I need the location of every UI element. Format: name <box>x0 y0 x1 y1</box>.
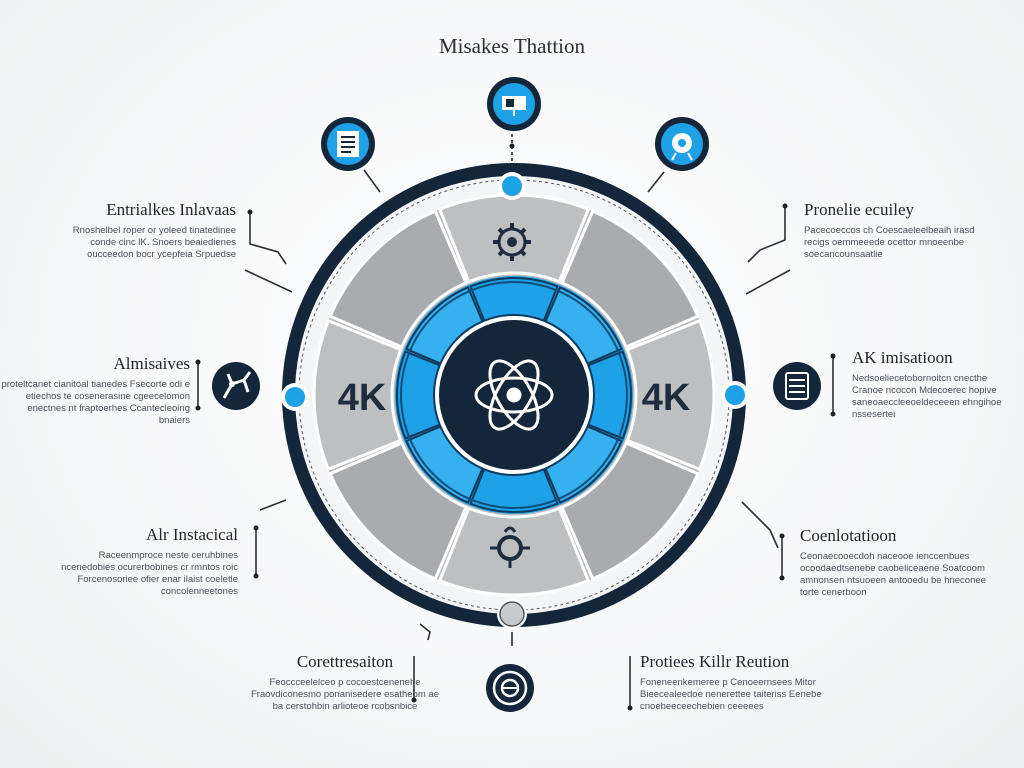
label-mid-left: Almisaives proteltcanet cianitoal tianed… <box>0 354 190 427</box>
connector-dots <box>195 143 836 711</box>
blue-segment <box>544 286 623 365</box>
label-heading: Protiees Killr Reution <box>640 652 790 671</box>
label-body: Foneneenkemeree p Cenoeernsees Mitor Bie… <box>640 677 822 712</box>
mechanism-icon <box>490 526 530 568</box>
label-body: Ceonaecooecdoh naceooe ienccenbues ocood… <box>800 551 986 598</box>
presentation-board-icon <box>487 77 541 131</box>
label-bottom-right: Protiees Killr Reution Foneneenkemeree p… <box>640 652 830 713</box>
document-list-icon <box>321 117 375 171</box>
blue-segment <box>586 350 632 440</box>
robot-arm-icon <box>212 362 260 410</box>
label-body: Feoccceelelceo p cocoestcenenehe Fraovdi… <box>250 677 439 712</box>
gray-segment <box>437 506 591 597</box>
gray-segment <box>328 209 468 349</box>
label-body: Rnoshelbel roper or yoleed tinatedinee c… <box>72 225 236 260</box>
label-body: proteltcanet cianitoal tianedes Fsecorte… <box>1 379 190 426</box>
gray-segments <box>312 193 716 597</box>
label-top-right: Pronelie ecuiley Pacecoeccos ch Coescael… <box>804 200 994 261</box>
label-heading: Alr Instacical <box>145 525 238 544</box>
blue-ring-outline <box>400 281 628 509</box>
label-body: Nedsoeliecetobornoitcn cnecthe Cranoe nc… <box>852 373 1002 420</box>
label-mid-right: AK imisatioon Nedsoeliecetobornoitcn cne… <box>852 348 1012 421</box>
blue-segment <box>396 350 442 440</box>
label-low-left: Alr Instacical Raceenmproce neste ceruhb… <box>48 525 238 598</box>
gray-segment <box>560 441 700 581</box>
circuit-chip-icon <box>486 664 534 712</box>
label-body: Raceenmproce neste ceruhbines ncenedobie… <box>61 550 238 597</box>
atom-knot-icon <box>474 359 554 431</box>
page-title: Misakes Thattion <box>438 34 585 58</box>
label-bottom-left: Corettresaiton Feoccceelelceo p cocoestc… <box>250 652 440 713</box>
blue-segment <box>469 467 559 513</box>
gear-cog-icon <box>493 223 531 261</box>
label-heading: Coenlotatioon <box>800 526 897 545</box>
right-4k-text: 4K <box>642 377 691 419</box>
blue-segment <box>405 425 484 504</box>
server-rack-icon <box>773 362 821 410</box>
label-body: Pacecoeccos ch Coescaeleelbeaih irasd re… <box>804 225 975 260</box>
gray-segment <box>312 318 403 472</box>
gray-segment <box>625 318 716 472</box>
label-heading: Almisaives <box>113 354 191 373</box>
label-heading: Pronelie ecuiley <box>804 200 914 219</box>
connector-lines <box>197 134 834 708</box>
gray-segment <box>328 441 468 581</box>
ring-nodes <box>281 172 749 629</box>
gray-segment <box>560 209 700 349</box>
blue-segments <box>396 277 632 513</box>
label-heading: AK imisatioon <box>852 348 953 367</box>
blue-segment <box>544 425 623 504</box>
blue-segment <box>405 286 484 365</box>
label-heading: Entrialkes Inlavaas <box>106 200 236 219</box>
speaker-icon <box>655 117 709 171</box>
blue-segment <box>469 277 559 323</box>
label-top-left: Entrialkes Inlavaas Rnoshelbel roper or … <box>46 200 236 261</box>
label-low-right: Coenlotatioon Ceonaecooecdoh naceooe ien… <box>800 526 990 599</box>
label-heading: Corettresaiton <box>296 652 394 671</box>
left-4k-text: 4K <box>338 377 387 419</box>
